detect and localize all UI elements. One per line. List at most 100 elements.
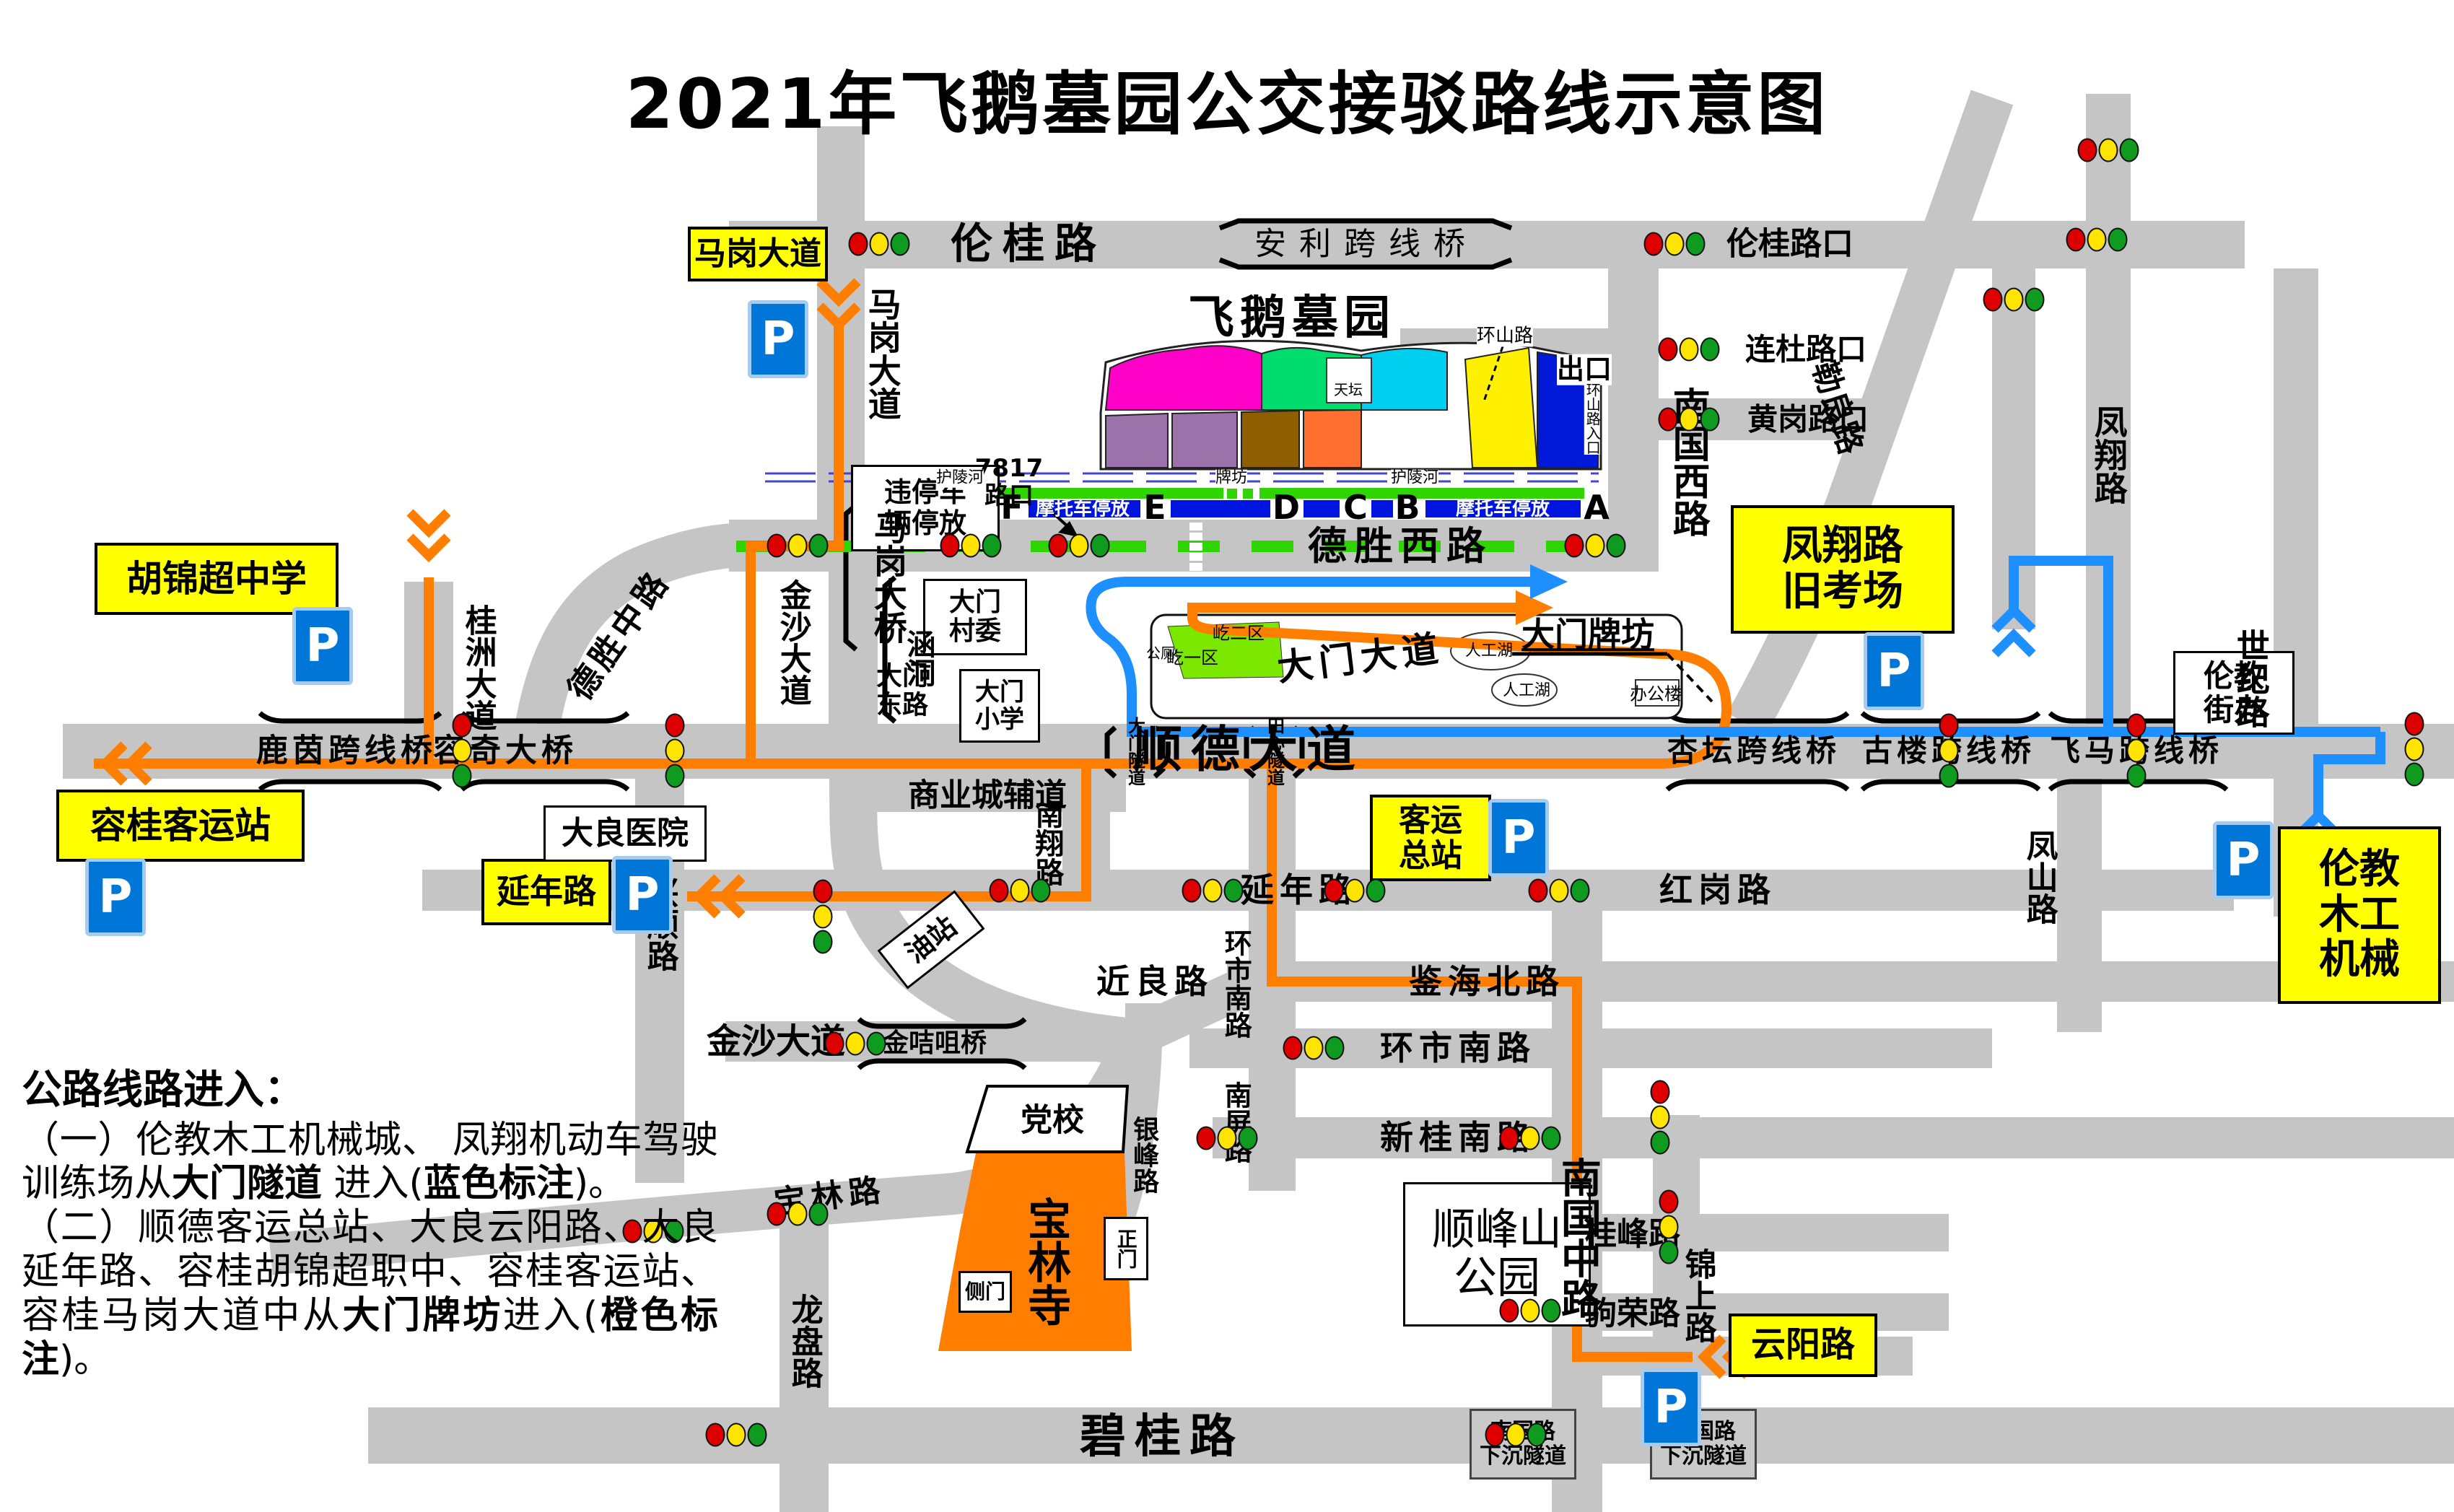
label-yunyang-lu: 云阳路 — [1729, 1314, 1877, 1377]
traffic-bulb-r — [1283, 1036, 1303, 1060]
platform-letter-D: D — [1272, 488, 1301, 528]
platform-letter-A: A — [1584, 488, 1610, 528]
parking-yunyang-icon: P — [1641, 1368, 1701, 1446]
traffic-bulb-g — [2108, 227, 2128, 252]
traffic-bulb-y — [813, 904, 833, 929]
road-longpan-lu: 龙盘路 — [785, 1293, 823, 1389]
road-fengshan — [2057, 779, 2102, 1032]
label-ronggui-bus-station: 容桂客运站 — [56, 790, 305, 862]
traffic-bulb-y — [452, 738, 472, 763]
traffic-bulb-r — [1485, 1423, 1505, 1447]
notes-p2: （二）顺德客运总站、大良云阳路、大良延年路、容桂胡锦超职中、容桂客运站、容桂马岗… — [22, 1206, 718, 1337]
traffic-bulb-r — [1939, 713, 1959, 738]
crosswalk — [1189, 523, 1202, 571]
traffic-light-icon — [1658, 407, 1720, 432]
traffic-bulb-g — [1650, 1130, 1670, 1155]
traffic-bulb-r — [2404, 712, 2424, 736]
traffic-bulb-y — [1679, 337, 1699, 362]
road-luyin-bridge: 鹿茵跨线桥 — [256, 732, 437, 769]
road-anli-bridge: 安利跨线桥 — [1254, 225, 1478, 263]
traffic-light-icon — [989, 878, 1051, 903]
label-7817-junction: 7817 路口 — [974, 453, 1044, 510]
traffic-bulb-g — [1366, 878, 1386, 903]
traffic-bulb-r — [1643, 232, 1664, 256]
traffic-light-icon — [2404, 712, 2424, 787]
traffic-light-icon — [2077, 138, 2139, 162]
traffic-bulb-g — [1939, 764, 1959, 788]
label-damen-paifang: 大门牌坊 — [1521, 615, 1654, 655]
traffic-bulb-y — [1304, 1036, 1324, 1060]
page-title: 2021年飞鹅墓园公交接驳路线示意图 — [625, 64, 1829, 144]
traffic-light-icon — [767, 533, 829, 558]
traffic-bulb-r — [813, 879, 833, 904]
traffic-bulb-y — [845, 1031, 865, 1056]
label-moto-parking-1: 摩托车停放 — [1035, 498, 1130, 520]
traffic-bulb-y — [1679, 407, 1699, 432]
platform-letter-E: E — [1143, 488, 1166, 528]
traffic-bulb-g — [1223, 878, 1244, 903]
parking-fengxiang-kaochang-icon: P — [1864, 632, 1924, 710]
traffic-bulb-y — [1069, 533, 1089, 558]
traffic-light-icon — [2066, 227, 2128, 252]
traffic-bulb-r — [1658, 337, 1678, 362]
traffic-bulb-r — [1528, 878, 1548, 903]
road-lungui — [729, 221, 2245, 268]
traffic-bulb-y — [1549, 878, 1569, 903]
road-fengxiang-lu: 凤翔路 — [2089, 405, 2128, 504]
dangxiao-area — [965, 1085, 1130, 1153]
box-daliang-hospital: 大良医院 — [543, 805, 707, 862]
traffic-bulb-y — [787, 533, 808, 558]
pointer-lines — [1042, 346, 1713, 703]
traffic-bulb-g — [1685, 232, 1706, 256]
label-huanshan-lu: 环山路 — [1476, 325, 1534, 347]
traffic-bulb-g — [665, 764, 685, 788]
traffic-bulb-y — [2004, 287, 2024, 312]
platform-letter-C: C — [1343, 488, 1368, 528]
traffic-bulb-g — [890, 232, 910, 256]
traffic-bulb-r — [824, 1031, 844, 1056]
road-magang-dadao-v: 马岗大道 — [863, 287, 902, 420]
traffic-bulb-y — [2087, 227, 2107, 252]
traffic-bulb-g — [1527, 1423, 1547, 1447]
traffic-bulb-g — [2119, 138, 2139, 162]
parking-magang-icon: P — [748, 300, 808, 378]
traffic-bulb-y — [961, 533, 981, 558]
traffic-bulb-r — [1659, 1189, 1679, 1214]
box-lunjiao-jieban: 伦教 街办 — [2173, 651, 2294, 735]
label-zone-2: 屹二区 — [1213, 623, 1265, 644]
traffic-bulb-g — [808, 1202, 829, 1226]
traffic-bulb-y — [787, 1202, 808, 1226]
road-bigui — [368, 1407, 2454, 1464]
blue-arrowhead — [1530, 564, 1568, 599]
road-damen-dong-lu: 大门 东路 — [876, 661, 929, 720]
traffic-bulb-g — [1700, 337, 1720, 362]
road-nanxiang-lu: 南翔路 — [1030, 800, 1064, 886]
road-fengshan-lu: 凤山路 — [2020, 829, 2058, 925]
traffic-bulb-r — [1048, 533, 1068, 558]
notes-p1: （一）伦教木工机械城、 凤翔机动车驾驶训练场从 — [22, 1118, 718, 1206]
traffic-light-icon — [1650, 1080, 1670, 1155]
box-shunfengshan-park: 顺峰山 公园 — [1403, 1182, 1591, 1327]
label-lake-2: 人工湖 — [1502, 681, 1551, 700]
road-nanguo-zhong-lu: 南国中路 — [1554, 1157, 1602, 1319]
traffic-bulb-r — [1650, 1080, 1670, 1104]
road-xingtan-bridge: 杏坛跨线桥 — [1667, 733, 1841, 769]
traffic-bulb-r — [1983, 287, 2003, 312]
road-shiji — [2274, 268, 2318, 917]
road-jinsha-dadao-v: 金沙大道 — [774, 579, 811, 706]
label-magang-dadao: 马岗大道 — [688, 227, 828, 281]
traffic-bulb-y — [1506, 1423, 1526, 1447]
traffic-bulb-r — [940, 533, 960, 558]
traffic-bulb-g — [452, 764, 472, 788]
traffic-bulb-y — [1659, 1215, 1679, 1239]
site-feie-cemetery: 飞鹅墓园 — [1188, 292, 1396, 346]
road-magang-bridge: 马岗大桥 — [868, 511, 908, 644]
traffic-light-icon — [1182, 878, 1244, 903]
traffic-light-icon — [705, 1423, 767, 1447]
traffic-bulb-g — [1324, 1036, 1345, 1060]
road-shunde-dadao: 顺德大道 — [1132, 721, 1365, 779]
traffic-bulb-r — [1196, 1126, 1216, 1150]
road-jinliang-lu: 近良路 — [1096, 962, 1213, 1002]
road-jianhai-bei-lu: 鉴海北路 — [1409, 962, 1565, 1002]
road-desheng-xi-lu: 德胜西路 — [1308, 523, 1493, 569]
